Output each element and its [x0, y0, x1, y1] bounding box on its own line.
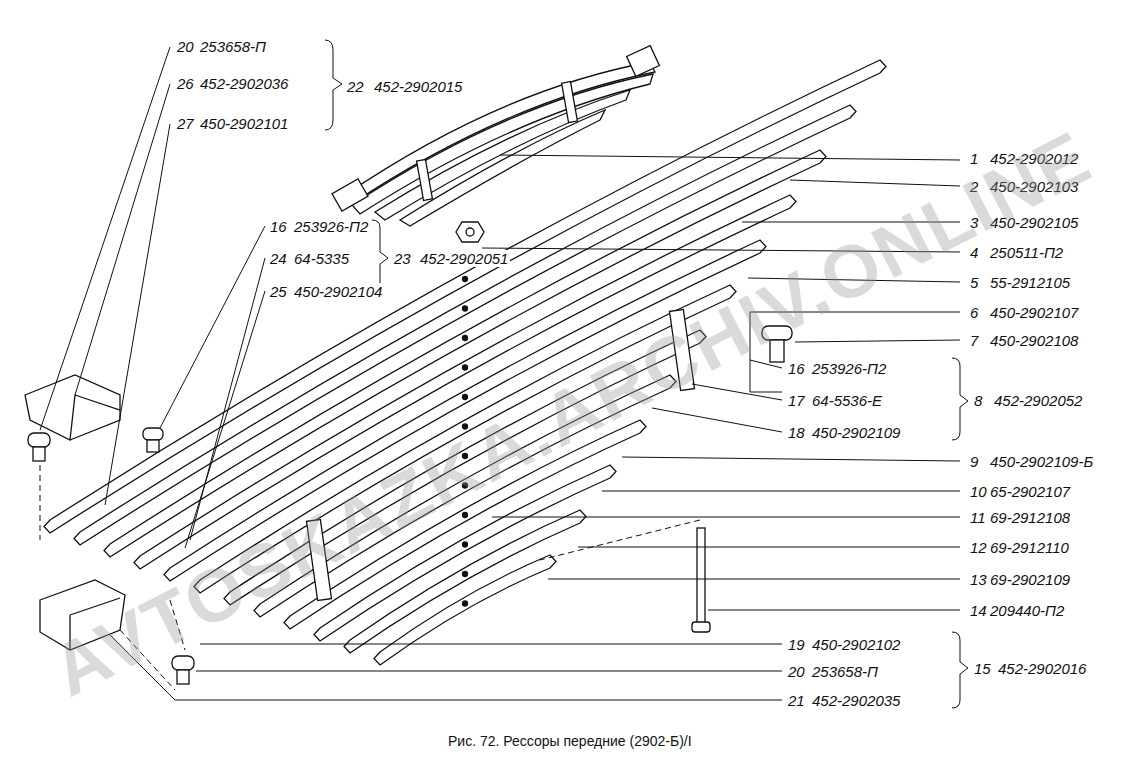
part-number: 452-2902036	[198, 75, 290, 92]
callout-number: 15	[972, 660, 993, 677]
part-number: 450-2902102	[810, 636, 902, 653]
leaf-hole	[463, 277, 468, 282]
callout-number: 21	[786, 692, 807, 709]
part-number: 64-5536-Е	[810, 392, 884, 409]
watermark: AVTOSKAZKA.ARCHIV.ONLINE	[40, 117, 1103, 712]
leaf-hole	[463, 542, 468, 547]
callout-number: 25	[268, 283, 289, 300]
part-number: 253658-П	[198, 38, 268, 55]
callout-number: 9	[968, 453, 980, 470]
part-number: 250511-П2	[988, 244, 1065, 261]
callout-number: 5	[968, 274, 980, 291]
callout-number: 14	[968, 602, 989, 619]
leaf-hole	[463, 365, 468, 370]
part-number: 55-2912105	[988, 274, 1072, 291]
callout-number: 8	[972, 392, 984, 409]
leaf-hole	[463, 395, 468, 400]
callout-number: 19	[786, 636, 807, 653]
leaf-hole	[463, 601, 468, 606]
part-number: 69-2902109	[988, 571, 1072, 588]
callout-number: 26	[175, 75, 196, 92]
part-number: 253926-П2	[292, 218, 370, 235]
leaf-hole	[463, 306, 468, 311]
callout-number: 23	[392, 250, 413, 267]
part-number: 450-2902101	[198, 115, 290, 132]
callout-number: 12	[968, 539, 989, 556]
leaf-hole	[463, 572, 468, 577]
leaf-hole	[463, 336, 468, 341]
callout-number: 16	[268, 218, 289, 235]
part-number: 452-2902035	[810, 692, 902, 709]
part-number: 452-2902015	[372, 78, 464, 95]
part-number: 452-2902052	[992, 392, 1084, 409]
part-number: 452-2902016	[996, 660, 1088, 677]
callout-number: 18	[786, 424, 807, 441]
part-number: 450-2902104	[292, 283, 384, 300]
callout-number: 20	[786, 663, 807, 680]
part-number: 65-2902107	[988, 483, 1072, 500]
figure-caption: Рис. 72. Рессоры передние (2902-Б)/I	[448, 733, 692, 749]
callout-number: 20	[175, 38, 196, 55]
callout-number: 11	[968, 509, 988, 526]
part-number: 253658-П	[810, 663, 880, 680]
part-number: 452-2902051	[418, 250, 510, 267]
part-number: 69-2912110	[988, 539, 1071, 556]
part-number: 253926-П2	[810, 360, 888, 377]
callout-number: 27	[175, 115, 196, 132]
callout-number: 6	[968, 304, 980, 321]
part-number: 450-2902107	[988, 304, 1080, 321]
part-number: 209440-П2	[988, 602, 1066, 619]
part-number: 450-2902109-Б	[988, 453, 1095, 470]
part-number: 450-2902108	[988, 332, 1080, 349]
callout-number: 22	[345, 78, 366, 95]
part-number: 450-2902109	[810, 424, 902, 441]
callout-number: 16	[786, 360, 807, 377]
callout-number: 10	[968, 483, 989, 500]
part-number: 69-2912108	[988, 509, 1072, 526]
callout-number: 13	[968, 571, 989, 588]
callout-number: 24	[268, 250, 289, 267]
callout-number: 17	[786, 392, 807, 409]
callout-number: 7	[968, 332, 980, 349]
part-number: 64-5335	[292, 250, 351, 267]
